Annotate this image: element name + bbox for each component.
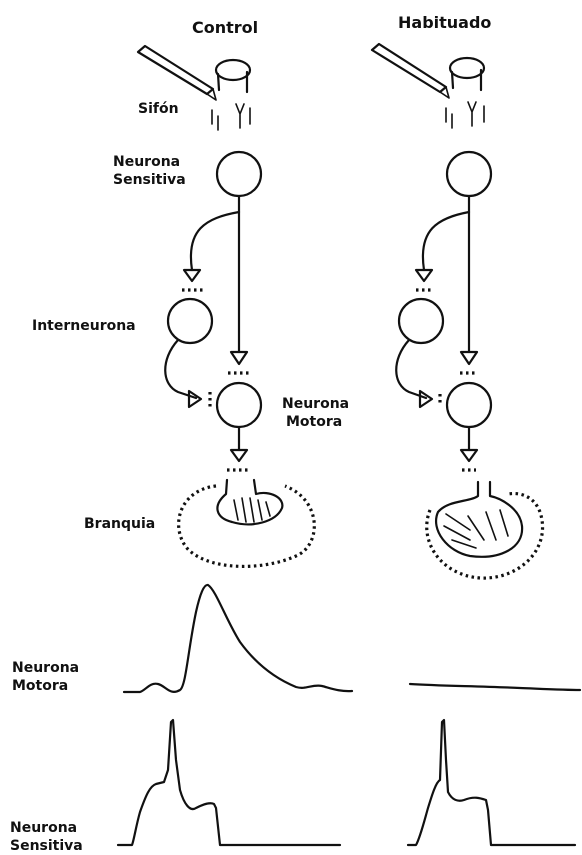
control-synapse-terminal-1 xyxy=(184,270,200,281)
label-sensory-neuron-2: Sensitiva xyxy=(113,172,186,188)
control-sensory-trace xyxy=(118,720,340,845)
habituated-sensory-trace xyxy=(408,720,575,845)
trace-label-sensory-2: Sensitiva xyxy=(10,838,83,854)
control-sensory-neuron xyxy=(217,152,261,196)
label-siphon: Sifón xyxy=(138,101,179,117)
control-interneuron xyxy=(168,299,212,343)
habituated-sensory-neuron xyxy=(447,152,491,196)
column-title-habituated: Habituado xyxy=(398,13,491,32)
label-interneuron: Interneurona xyxy=(32,318,136,334)
habituated-gill-icon xyxy=(427,482,543,578)
trace-label-motor-2: Motora xyxy=(12,678,68,694)
control-gill-icon xyxy=(179,480,315,566)
label-sensory-neuron-1: Neurona xyxy=(113,154,180,170)
habituated-synapse-terminal-1 xyxy=(416,270,432,281)
stimulus-probe-icon xyxy=(138,46,216,100)
habituated-circuit xyxy=(372,44,543,578)
habituated-synapse-terminal-4 xyxy=(461,450,477,461)
label-gill: Branquia xyxy=(84,516,155,532)
stimulus-probe-icon-habituated xyxy=(372,44,449,98)
column-title-control: Control xyxy=(192,18,258,37)
control-circuit xyxy=(138,46,314,566)
siphon-icon xyxy=(212,60,250,130)
habituated-interneuron xyxy=(399,299,443,343)
control-branch-interneuron xyxy=(191,212,239,270)
habituated-motor-neuron xyxy=(447,383,491,427)
control-motor-trace xyxy=(124,585,352,692)
habituated-synapse-terminal-3 xyxy=(461,352,477,364)
habituated-motor-trace xyxy=(410,684,580,690)
control-interneuron-axon xyxy=(165,340,196,398)
label-motor-neuron-2: Motora xyxy=(286,414,342,430)
control-synapse-terminal-3 xyxy=(231,352,247,364)
control-motor-neuron xyxy=(217,383,261,427)
siphon-icon-habituated xyxy=(446,58,484,128)
label-motor-neuron-1: Neurona xyxy=(282,396,349,412)
trace-label-motor-1: Neurona xyxy=(12,660,79,676)
control-synapse-terminal-4 xyxy=(231,450,247,461)
control-synapse-terminal-2 xyxy=(189,391,201,407)
trace-label-sensory-1: Neurona xyxy=(10,820,77,836)
